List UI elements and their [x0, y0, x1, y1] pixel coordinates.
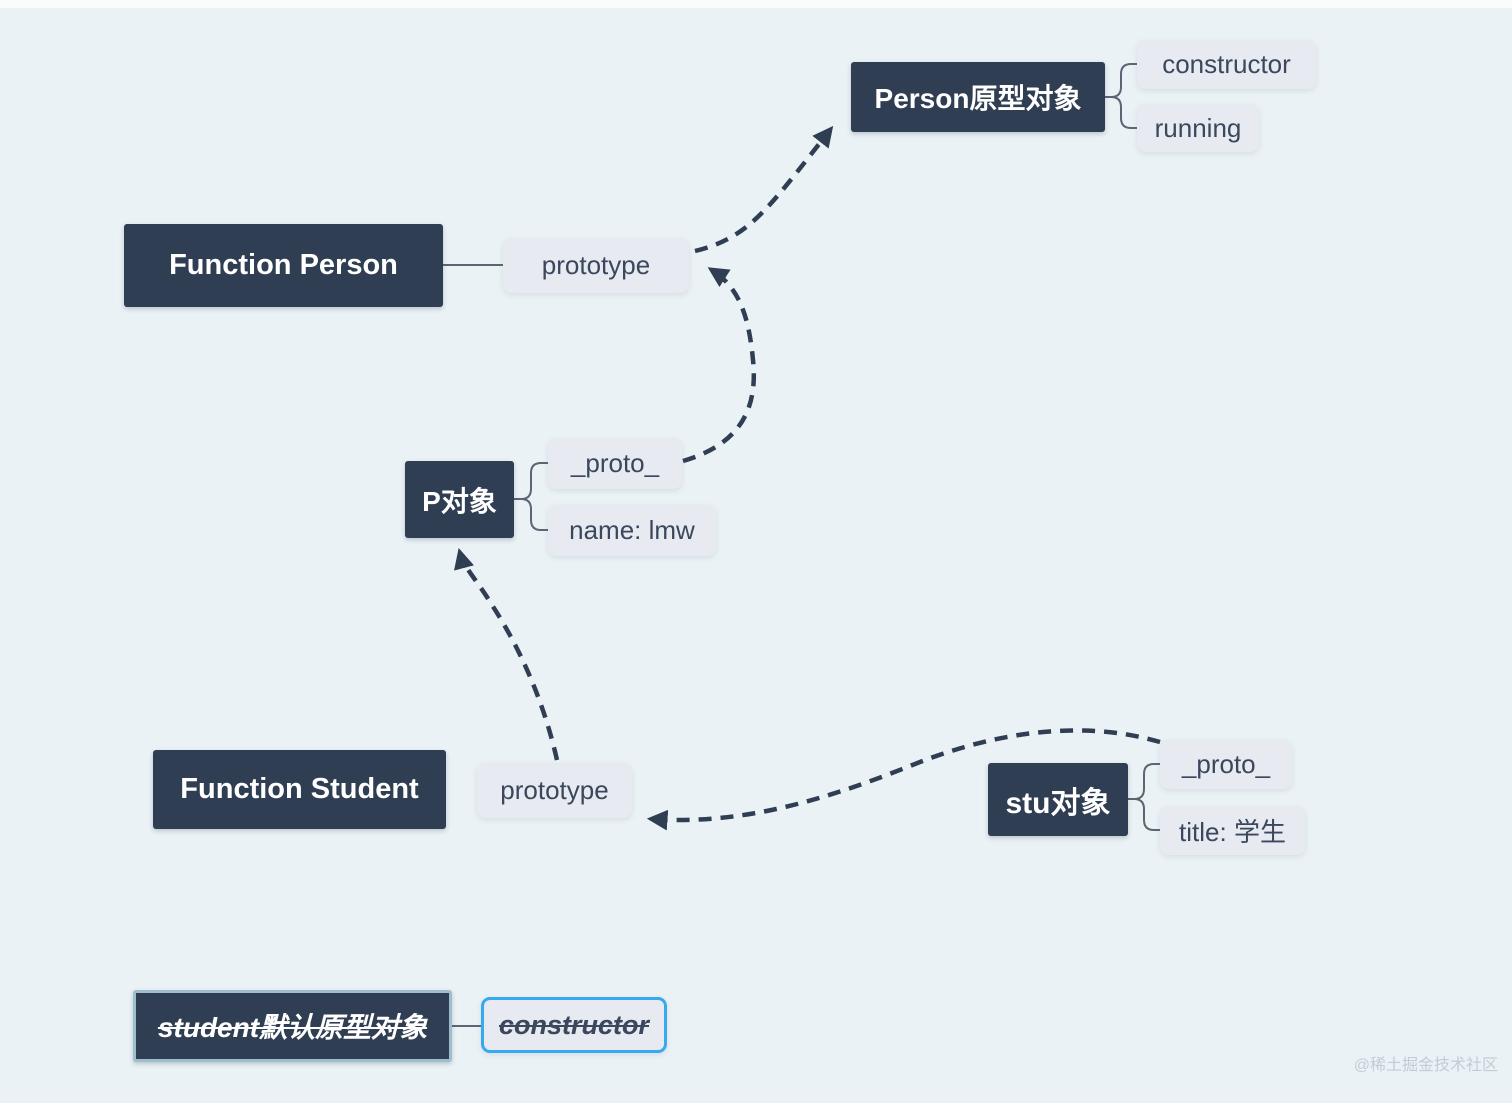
node-p-object[interactable]: P对象	[405, 461, 514, 538]
node-stu-object[interactable]: stu对象	[988, 763, 1128, 836]
node-student-default-prototype[interactable]: student默认原型对象	[133, 990, 452, 1062]
top-strip	[0, 0, 1512, 8]
node-constructor-top[interactable]: constructor	[1137, 40, 1316, 89]
node-constructor-bottom[interactable]: constructor	[481, 997, 667, 1053]
node-prototype-person[interactable]: prototype	[503, 238, 689, 293]
node-function-person[interactable]: Function Person	[124, 224, 443, 307]
node-prototype-student[interactable]: prototype	[477, 763, 632, 818]
node-person-prototype-object[interactable]: Person原型对象	[851, 62, 1105, 132]
node-proto-stu[interactable]: _proto_	[1160, 740, 1292, 789]
watermark: @稀土掘金技术社区	[1353, 1057, 1498, 1074]
node-running[interactable]: running	[1137, 104, 1259, 152]
node-function-student[interactable]: Function Student	[153, 750, 446, 829]
node-proto-p[interactable]: _proto_	[548, 438, 682, 489]
node-name-lmw[interactable]: name: lmw	[548, 505, 716, 556]
node-title-student[interactable]: title: 学生	[1160, 806, 1305, 855]
